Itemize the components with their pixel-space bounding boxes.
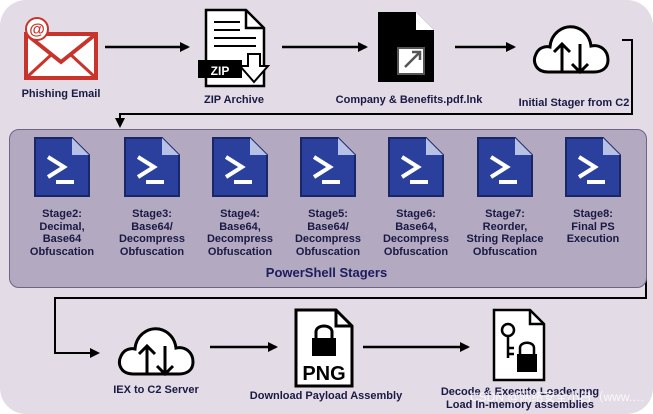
stage-label-line: Base64/: [131, 220, 173, 233]
download-payload-label: Download Payload Assembly: [249, 390, 403, 402]
stage-label-line: Decompress: [118, 233, 186, 245]
powershell-icon: [563, 135, 623, 199]
stage-label-line: Stage7:: [485, 208, 525, 220]
png-file-icon: PNG: [294, 308, 354, 388]
stage-label-line: Stage3:: [132, 208, 172, 220]
stage-label-line: Decompress: [294, 233, 362, 245]
stage-label-line: Stage6:: [396, 208, 436, 220]
cloud-sync-icon: [533, 25, 610, 75]
stage-label-line: Obfuscation: [207, 245, 273, 258]
png-tag: PNG: [302, 363, 345, 385]
stage-label-line: Obfuscation: [29, 245, 95, 258]
powershell-icon: [386, 135, 446, 199]
stage-label-line: Base64: [42, 233, 82, 245]
powershell-icon: [475, 135, 535, 199]
zip-tag: ZIP: [210, 64, 230, 78]
powershell-icon: [122, 135, 182, 199]
envelope-icon: @: [24, 17, 98, 80]
stage-label-line: Final PS: [571, 220, 615, 233]
stage-label-line: Stage2:: [42, 208, 82, 220]
lnk-file-label: Company & Benefits.pdf.lnk: [335, 94, 483, 106]
powershell-icon: [210, 135, 270, 199]
powershell-stagers-title: PowerShell Stagers: [265, 265, 388, 280]
phishing-email-label: Phishing Email: [21, 88, 101, 100]
stage-label-line: Obfuscation: [295, 245, 361, 258]
stage-label-line: Obfuscation: [472, 245, 538, 258]
stage-label-line: Decimal,: [39, 220, 85, 233]
decode-line-2: Load In-memory assemblies: [446, 399, 594, 411]
stage-label-line: Obfuscation: [383, 245, 449, 258]
stage-label-line: Decompress: [382, 233, 450, 245]
stage-label-line: Base64,: [219, 220, 261, 233]
powershell-icon: [298, 135, 358, 199]
stage-label-line: Reorder,: [482, 220, 528, 233]
arrow-stager-to-stage2: [115, 39, 633, 128]
locked-file-icon: [492, 308, 546, 382]
zip-archive-label: ZIP Archive: [204, 94, 264, 106]
stage-label-line: Stage5:: [308, 208, 348, 220]
svg-text:@: @: [29, 22, 45, 39]
decode-execute-label: Decode & Execute Loader.png Load In-memo…: [420, 386, 620, 412]
stage-label-line: String Replace: [466, 233, 544, 245]
stage-label-line: Decompress: [206, 233, 274, 245]
stage-label-line: Obfuscation: [119, 245, 185, 258]
powershell-icon: [32, 135, 92, 199]
cloud-sync-icon: [118, 327, 195, 377]
iex-c2-label: IEX to C2 Server: [113, 384, 199, 396]
zip-file-icon: [198, 8, 271, 88]
shortcut-file-icon: [378, 12, 434, 82]
stage-label-line: Base64,: [395, 220, 437, 233]
decode-line-1: Decode & Execute Loader.png: [440, 386, 600, 398]
initial-stager-label: Initial Stager from C2: [518, 97, 630, 109]
stage-label-line: Stage8:: [573, 208, 613, 220]
watermark: CSDN @网络安全小白（www.…: [470, 390, 645, 404]
stage-label-line: Execution: [566, 233, 620, 245]
stage-label-line: Base64/: [307, 220, 349, 233]
stage-label-line: Stage4:: [220, 208, 260, 220]
